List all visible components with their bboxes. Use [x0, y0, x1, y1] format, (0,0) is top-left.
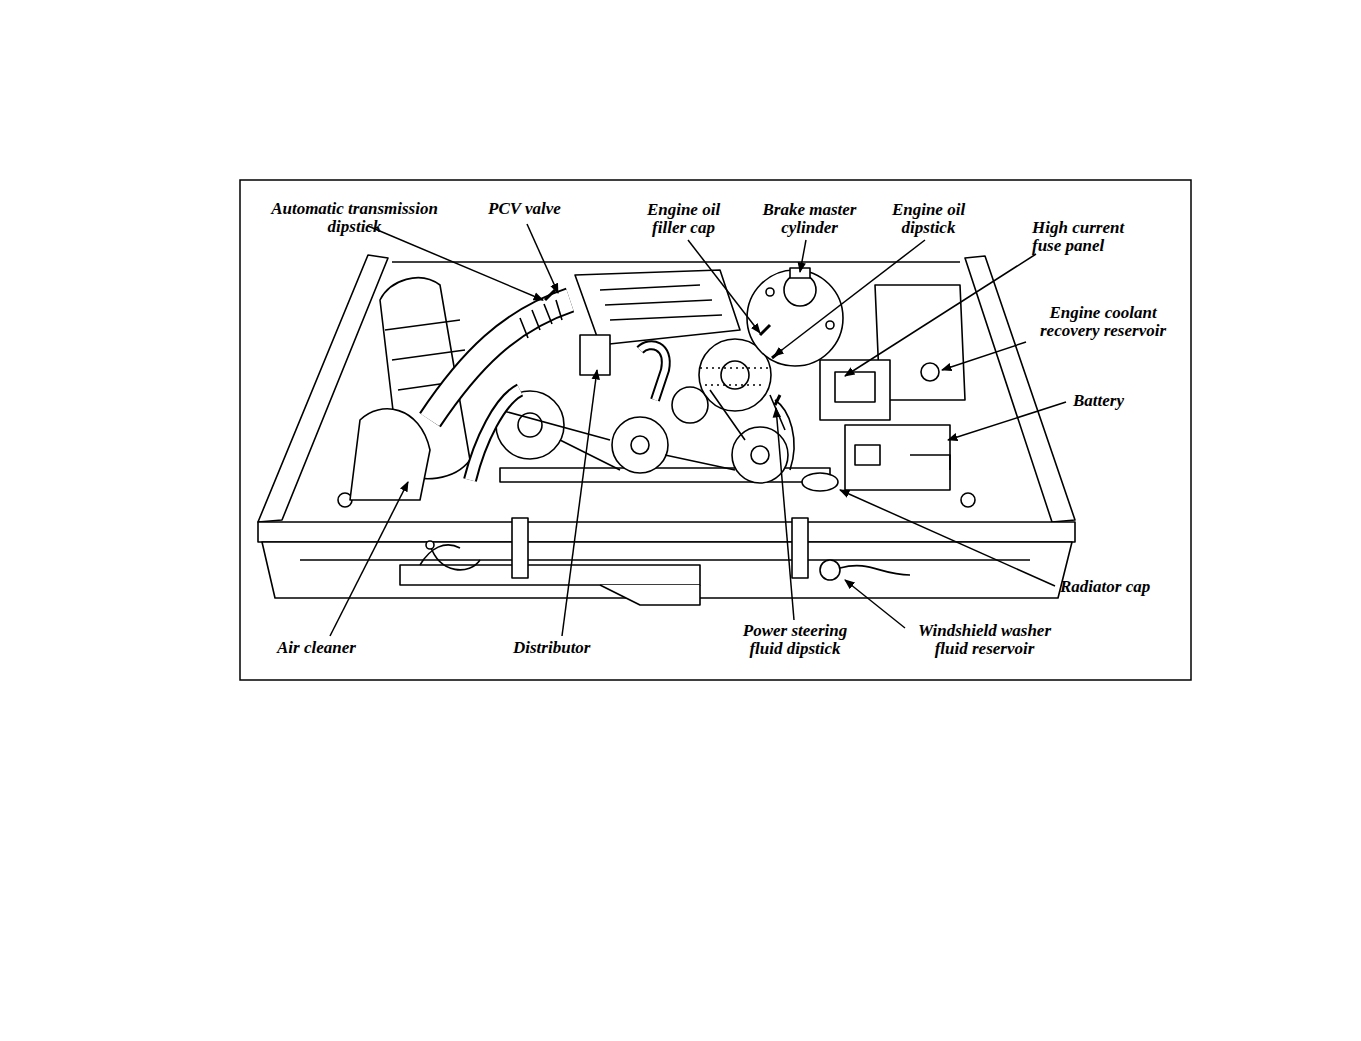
part-label: Radiator cap [1060, 578, 1150, 596]
frame [240, 180, 1191, 680]
part-label: Battery [1073, 392, 1124, 410]
engine-bay [258, 255, 1075, 605]
part-label: PCV valve [488, 200, 561, 218]
part-label: Engine coolant recovery reservoir [1028, 304, 1178, 340]
part-label: High current fuse panel [1032, 219, 1144, 255]
part-label: Air cleaner [277, 639, 356, 657]
part-label: Distributor [513, 639, 590, 657]
part-label: Engine oil dipstick [881, 201, 976, 237]
part-label: Engine oil filler cap [636, 201, 731, 237]
part-label: Brake master cylinder [752, 201, 867, 237]
part-label: Automatic transmission dipstick [257, 200, 452, 236]
part-label: Power steering fluid dipstick [730, 622, 860, 658]
leader-lines [330, 224, 1066, 636]
part-label: Windshield washer fluid reservoir [902, 622, 1067, 658]
